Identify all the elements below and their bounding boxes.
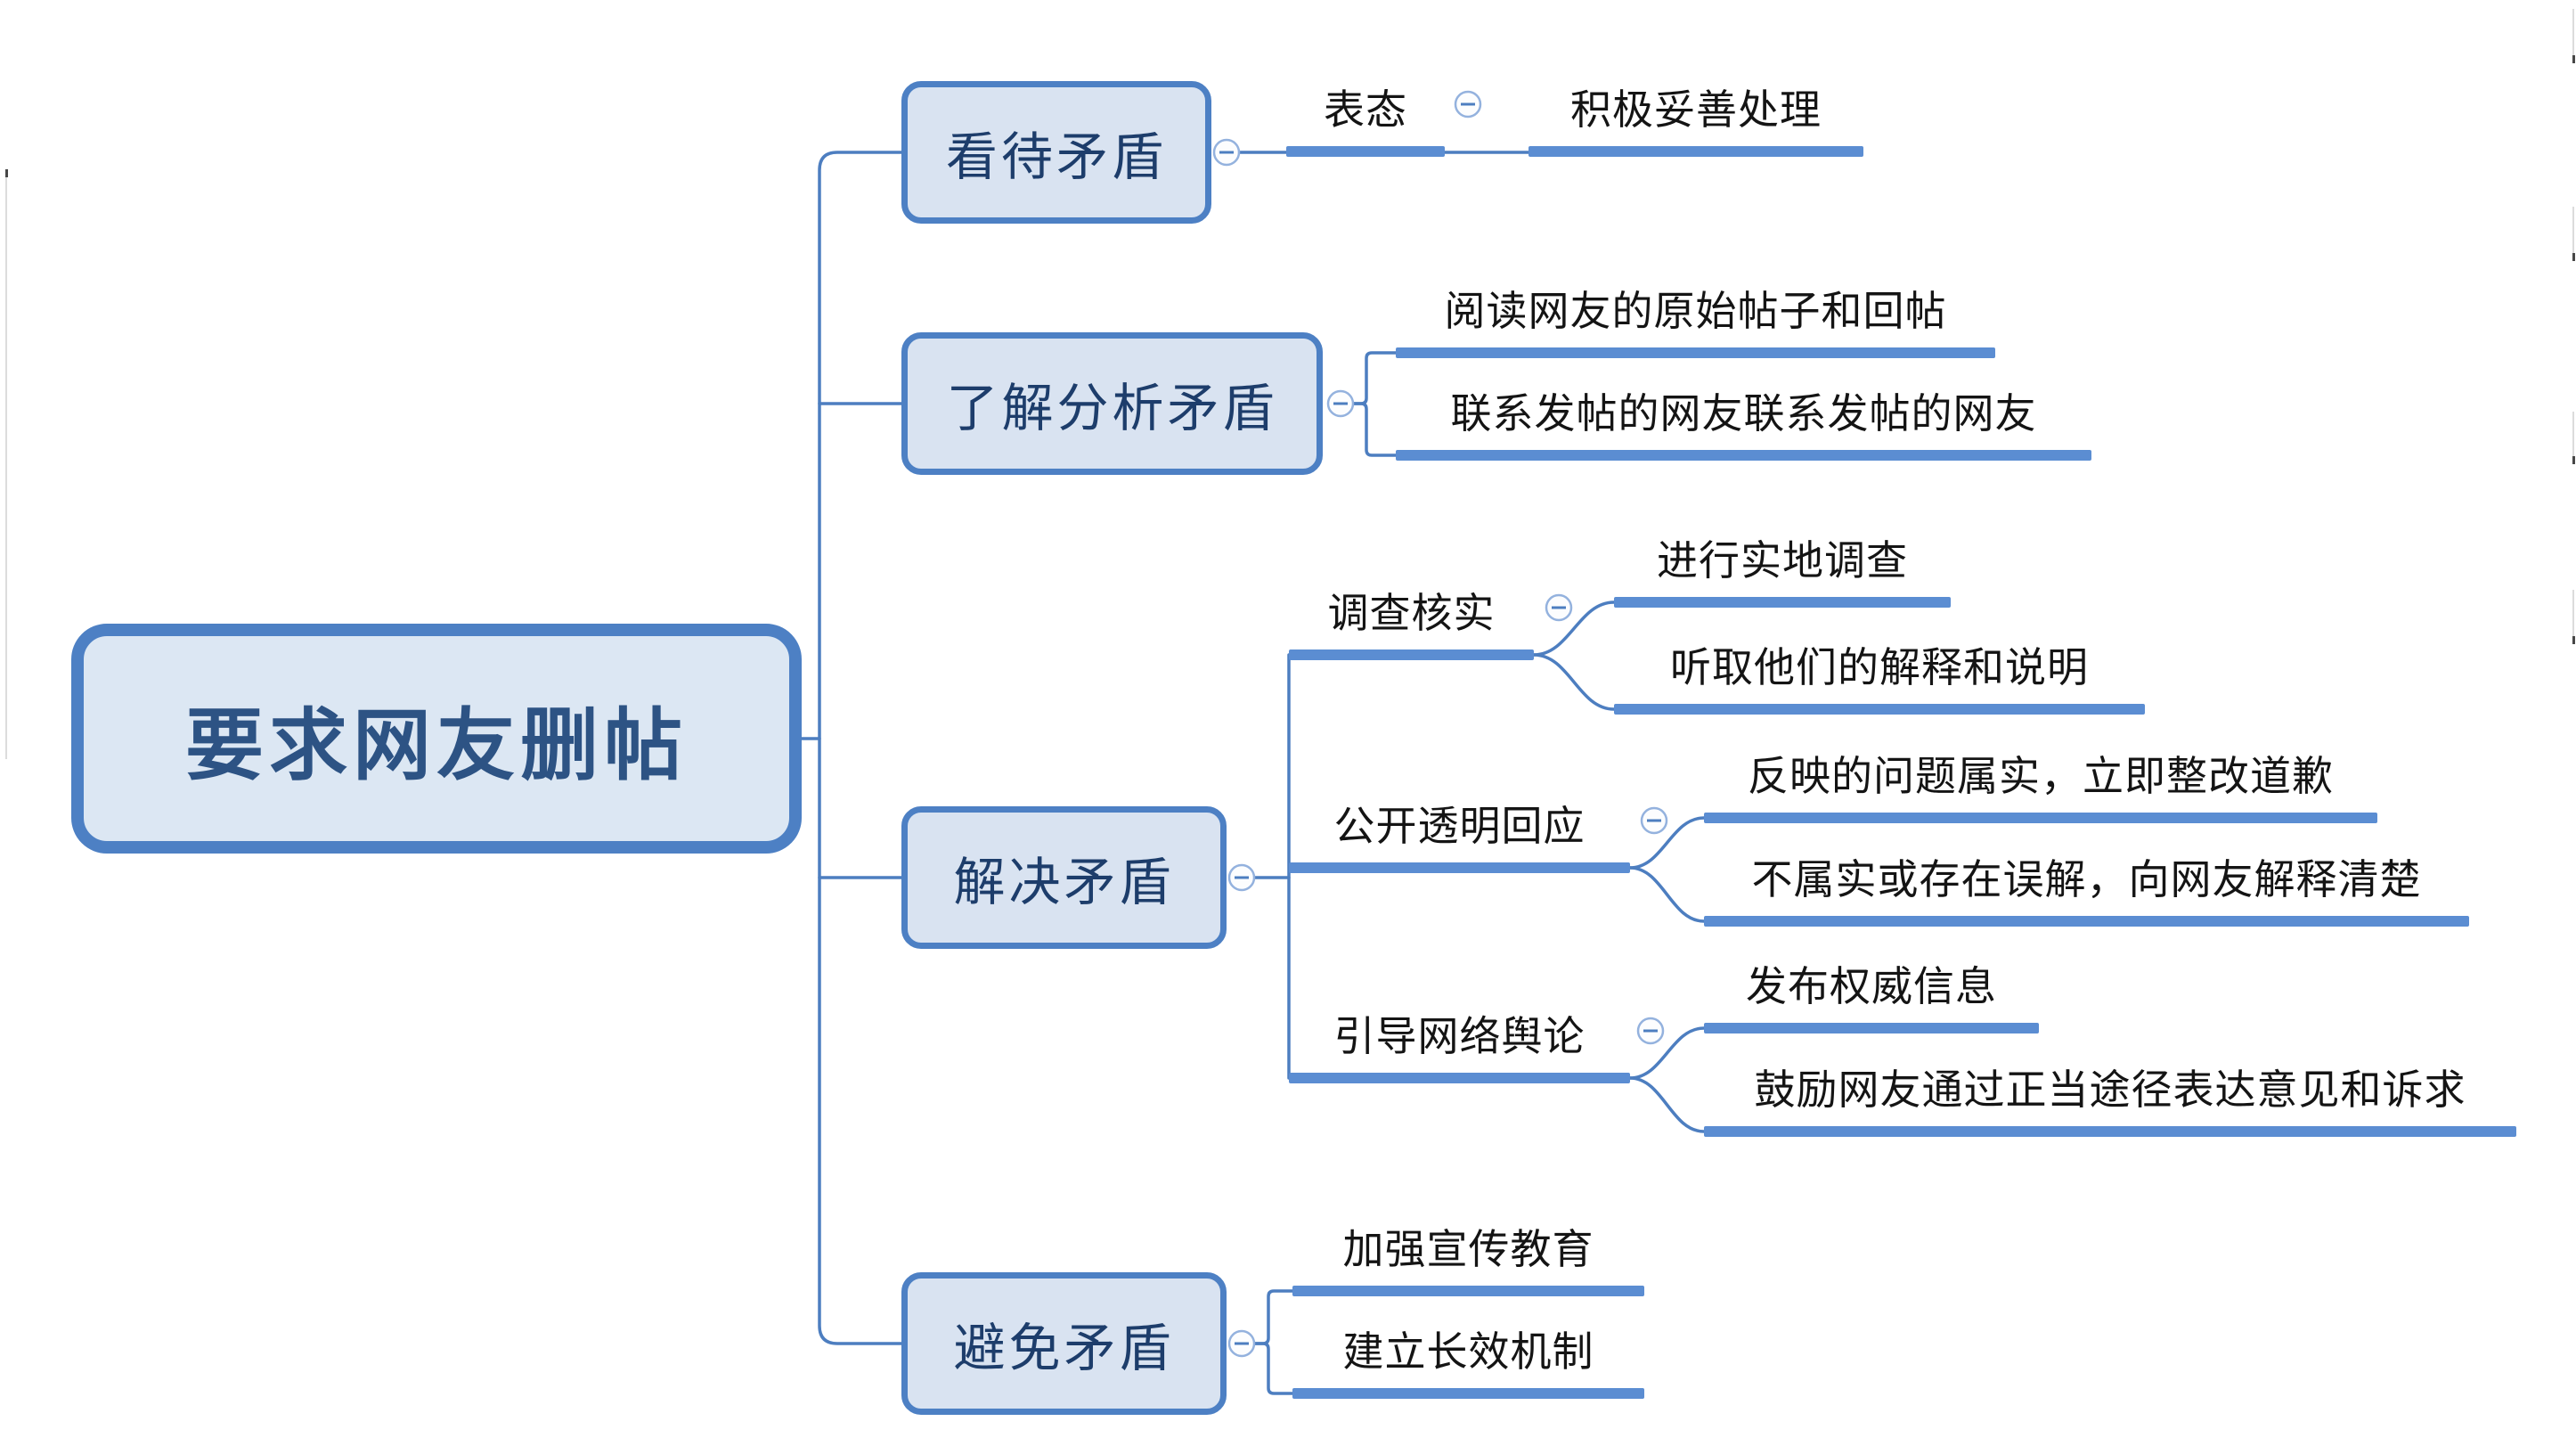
branch-resolve-conflict[interactable]: 解决矛盾 (901, 806, 1227, 949)
topic-underline (1614, 704, 2145, 715)
fork-gongkai-down (1628, 866, 1706, 923)
fork-diaocha-down (1532, 653, 1616, 711)
minus-circle-icon[interactable] (1640, 806, 1668, 835)
topic-underline (1528, 146, 1863, 157)
topic-label: 阅读网友的原始帖子和回帖 (1444, 288, 1947, 334)
right-edge-artifact (2572, 207, 2574, 258)
minus-circle-icon[interactable] (1326, 389, 1355, 418)
branch-label: 了解分析矛盾 (946, 380, 1278, 437)
topic-jianli-jizhi[interactable]: 建立长效机制 (1292, 1328, 1644, 1399)
minus-circle-icon[interactable] (1227, 1329, 1256, 1358)
topic-underline (1704, 1126, 2516, 1137)
topic-underline (1614, 597, 1951, 608)
topic-label: 积极妥善处理 (1570, 86, 1822, 133)
topic-diaocha-heshi[interactable]: 调查核实 (1289, 589, 1534, 660)
branch-understand-analyze-conflict[interactable]: 了解分析矛盾 (901, 332, 1323, 475)
topic-label: 表态 (1324, 86, 1407, 133)
topic-jiaqiang-xuanchuan[interactable]: 加强宣传教育 (1292, 1225, 1644, 1296)
root-topic-label: 要求网友删帖 (184, 700, 688, 789)
right-edge-tick (2572, 636, 2575, 644)
right-edge-artifact (2572, 590, 2574, 641)
connector-lianxi (1351, 402, 1398, 457)
fork-diaocha-up (1532, 600, 1616, 657)
fork-gongkai-up (1628, 816, 1706, 870)
left-edge-artifact (5, 171, 7, 759)
topic-underline (1396, 450, 2091, 461)
topic-underline (1704, 916, 2469, 927)
topic-label: 鼓励网友通过正当途径表达意见和诉求 (1754, 1066, 2466, 1113)
topic-jiji-tuoshan-chuli[interactable]: 积极妥善处理 (1528, 86, 1863, 157)
topic-label: 反映的问题属实，立即整改道歉 (1748, 753, 2334, 799)
topic-yindao-yulun[interactable]: 引导网络舆论 (1289, 1012, 1630, 1083)
topic-biaotai[interactable]: 表态 (1286, 86, 1445, 157)
topic-guli-zhengdang-tujing[interactable]: 鼓励网友通过正当途径表达意见和诉求 (1704, 1066, 2516, 1137)
right-edge-artifact (2572, 412, 2574, 463)
topic-label: 引导网络舆论 (1333, 1013, 1586, 1059)
topic-label: 调查核实 (1327, 590, 1496, 636)
topic-label: 听取他们的解释和说明 (1670, 644, 2089, 690)
branch-label: 解决矛盾 (953, 854, 1175, 911)
topic-fabu-quanwei-xinxi[interactable]: 发布权威信息 (1704, 962, 2039, 1033)
minus-circle-icon[interactable] (1454, 90, 1482, 118)
topic-underline (1704, 1023, 2039, 1033)
topic-wenti-shushi-zhenggai[interactable]: 反映的问题属实，立即整改道歉 (1704, 752, 2377, 823)
right-edge-tick (2572, 456, 2575, 464)
root-topic[interactable]: 要求网友删帖 (71, 624, 802, 854)
branch-label: 看待矛盾 (945, 128, 1167, 186)
topic-underline (1292, 1286, 1644, 1296)
right-edge-tick (2572, 253, 2575, 261)
topic-underline (1396, 347, 1995, 358)
left-edge-tick (5, 169, 8, 177)
right-edge-artifact (2572, 9, 2574, 61)
collapse-buttons (1212, 90, 1668, 1358)
connector-trunk (818, 151, 903, 1345)
topic-label: 公开透明回应 (1333, 803, 1586, 849)
topic-gongkai-touming-huiying[interactable]: 公开透明回应 (1289, 802, 1630, 873)
branch-label: 避免矛盾 (953, 1319, 1175, 1377)
connector-yuedu (1351, 351, 1398, 405)
topic-underline (1292, 1388, 1644, 1399)
fork-yindao-up (1628, 1026, 1706, 1080)
branch-view-conflict[interactable]: 看待矛盾 (901, 81, 1211, 224)
topic-shidi-diaocha[interactable]: 进行实地调查 (1614, 536, 1951, 608)
topic-label: 不属实或存在误解，向网友解释清楚 (1751, 856, 2422, 903)
minus-circle-icon[interactable] (1636, 1017, 1665, 1045)
topic-underline (1289, 1073, 1630, 1083)
topic-yuedu-tiezi[interactable]: 阅读网友的原始帖子和回帖 (1396, 287, 1995, 358)
topic-lianxi-wangyou[interactable]: 联系发帖的网友联系发帖的网友 (1396, 389, 2091, 461)
branch-avoid-conflict[interactable]: 避免矛盾 (901, 1272, 1227, 1415)
topic-label: 加强宣传教育 (1342, 1226, 1594, 1272)
topic-tingqu-jieshi[interactable]: 听取他们的解释和说明 (1614, 643, 2145, 715)
minus-circle-icon[interactable] (1227, 863, 1256, 892)
topic-underline (1286, 146, 1445, 157)
topic-label: 建立长效机制 (1342, 1328, 1594, 1375)
topic-label: 联系发帖的网友联系发帖的网友 (1450, 390, 2037, 437)
right-edge-tick (2572, 55, 2575, 63)
connector-jiaqiang (1252, 1289, 1294, 1345)
minus-circle-icon[interactable] (1545, 593, 1573, 622)
minus-circle-icon[interactable] (1212, 138, 1241, 167)
topic-underline (1289, 862, 1630, 873)
topic-underline (1289, 649, 1534, 660)
connector-jianli (1252, 1342, 1294, 1395)
fork-yindao-down (1628, 1076, 1706, 1133)
topic-label: 进行实地调查 (1657, 537, 1908, 584)
topic-label: 发布权威信息 (1746, 963, 1997, 1009)
topic-underline (1704, 813, 2377, 823)
topic-bushushi-jieshi[interactable]: 不属实或存在误解，向网友解释清楚 (1704, 855, 2469, 927)
